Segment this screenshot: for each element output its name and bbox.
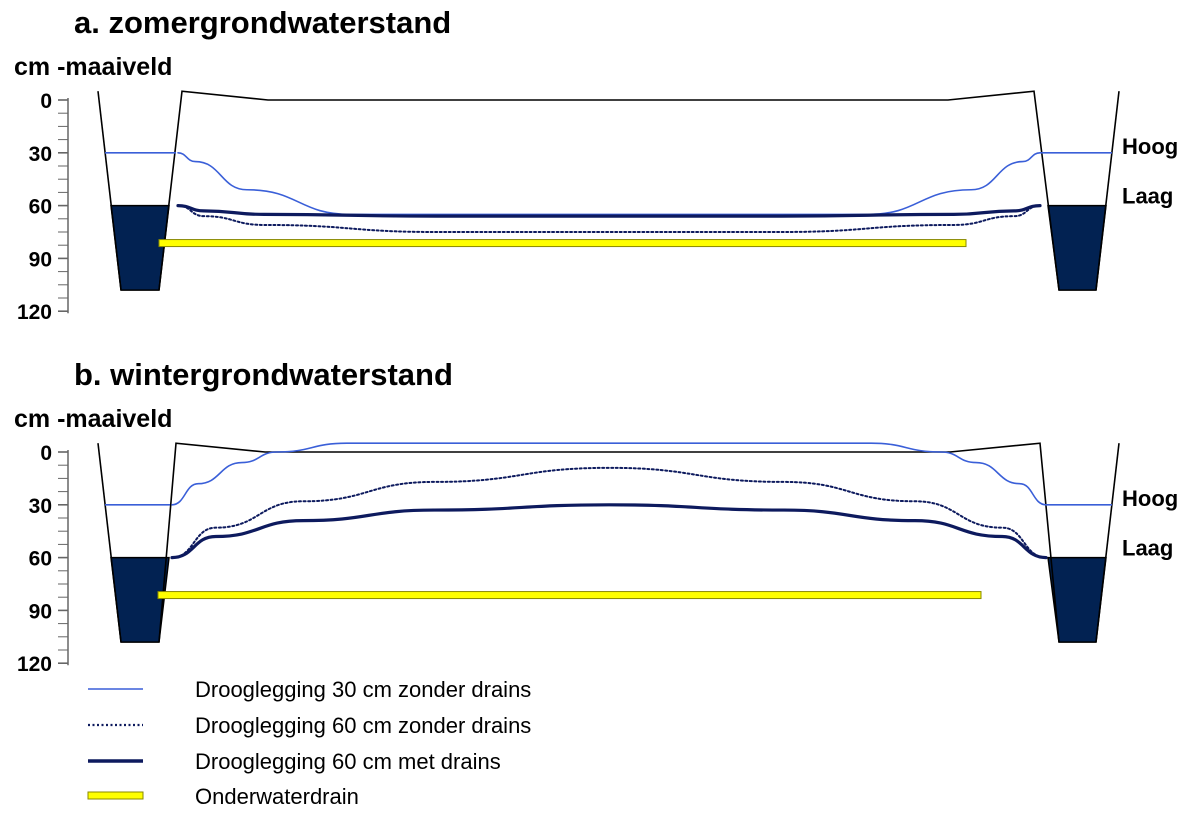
panel-summer: a. zomergrondwaterstand cm -maaiveld 0 30 60… <box>14 5 1178 324</box>
y-tick-label: 30 <box>29 143 52 166</box>
surface-profile <box>158 90 1060 291</box>
underwater-drain <box>158 239 967 248</box>
y-tick-label: 30 <box>29 495 52 518</box>
y-tick-label: 0 <box>40 90 52 113</box>
ditch-wall-right-outer <box>1095 443 1120 643</box>
y-tick-label: 90 <box>29 600 52 623</box>
groundwater-line-d60 <box>177 204 1041 234</box>
ditch-wall-right-outer <box>1095 91 1120 291</box>
legend-label: Drooglegging 60 cm zonder drains <box>195 713 531 738</box>
y-tick-label: 120 <box>17 301 52 324</box>
surface-profile <box>158 442 1060 643</box>
groundwater-line-d60m <box>170 503 1048 560</box>
y-axis-label: cm -maaiveld <box>14 405 172 433</box>
level-label-laag: Laag <box>1122 536 1173 561</box>
legend-label: Drooglegging 30 cm zonder drains <box>195 677 531 702</box>
groundwater-line-d60m <box>176 204 1042 218</box>
legend: Drooglegging 30 cm zonder drainsDroogleg… <box>87 677 531 809</box>
y-tick-label: 60 <box>29 196 52 219</box>
underwater-drain <box>157 591 982 600</box>
groundwater-line-d30 <box>171 442 1047 506</box>
panel-title: b. wintergrondwaterstand <box>74 357 453 392</box>
level-label-laag: Laag <box>1122 184 1173 209</box>
groundwater-line-d30 <box>177 152 1041 216</box>
groundwater-line-d60 <box>171 466 1047 559</box>
y-tick-label: 90 <box>29 248 52 271</box>
level-label-hoog: Hoog <box>1122 486 1178 511</box>
panel-title: a. zomergrondwaterstand <box>74 5 451 40</box>
y-tick-label: 120 <box>17 653 52 676</box>
y-tick-label: 60 <box>29 548 52 571</box>
legend-swatch-drain <box>87 791 144 800</box>
panel-winter: b. wintergrondwaterstand cm -maaiveld 0 30 6… <box>14 357 1178 676</box>
ditch-wall-left-outer <box>97 91 122 291</box>
ditch-wall-left-outer <box>97 443 122 643</box>
level-label-hoog: Hoog <box>1122 134 1178 159</box>
legend-label: Drooglegging 60 cm met drains <box>195 749 501 774</box>
y-axis-label: cm -maaiveld <box>14 53 172 81</box>
legend-label: Onderwaterdrain <box>195 784 359 809</box>
y-tick-label: 0 <box>40 442 52 465</box>
